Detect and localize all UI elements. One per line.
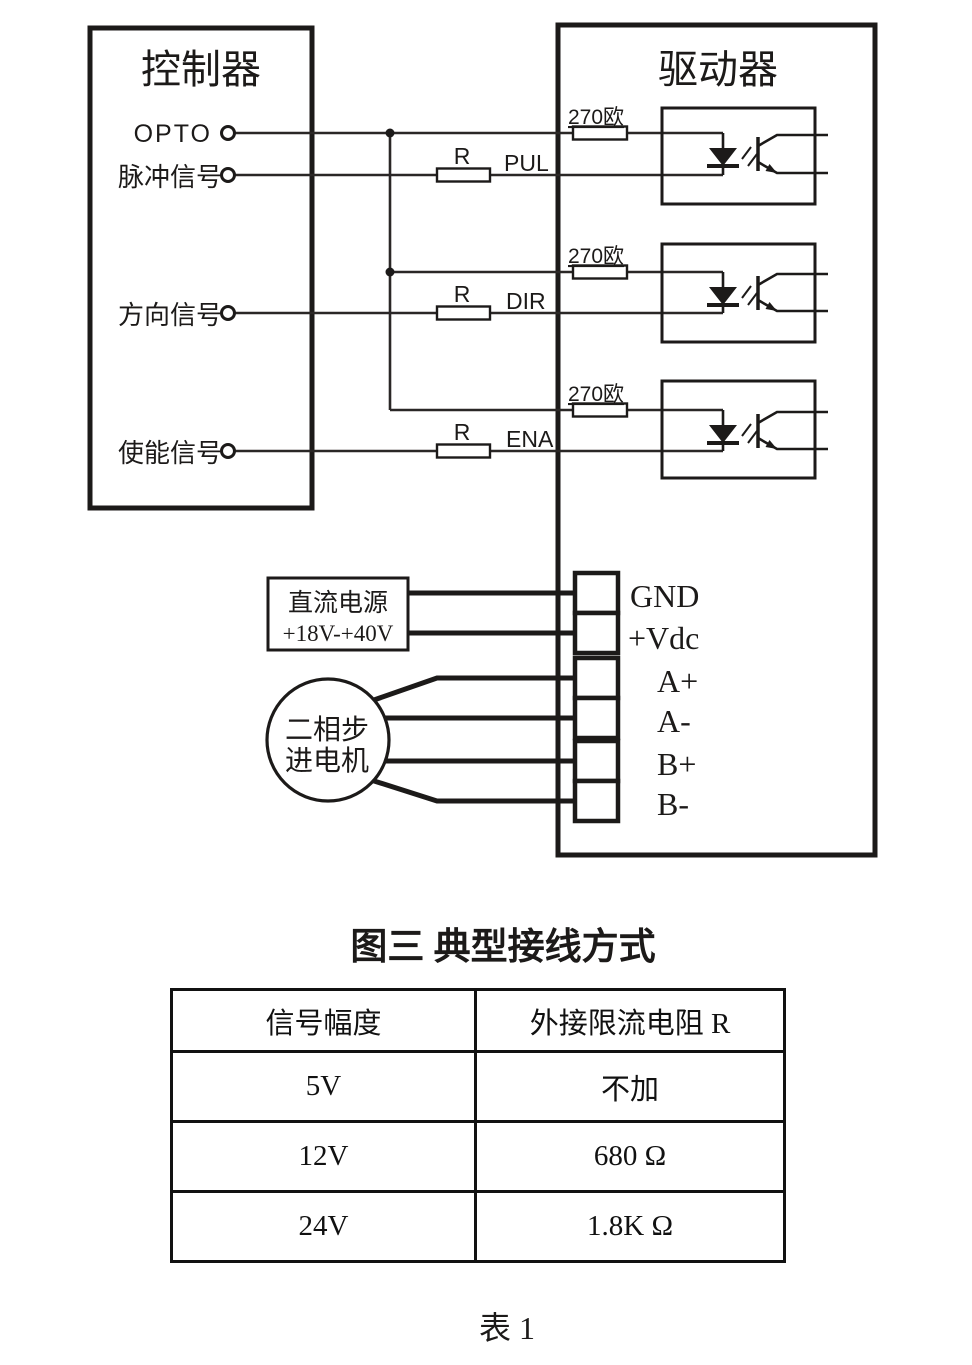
- table-row: 5V 不加: [170, 1050, 786, 1123]
- junction-dot: [385, 128, 395, 138]
- internal-resistor-label: 270欧: [568, 383, 624, 406]
- motor-circle: [265, 677, 391, 803]
- optocoupler-box: [660, 242, 817, 344]
- collector-lead: [757, 133, 828, 148]
- led-icon: [709, 425, 737, 443]
- optocoupler-box: [660, 379, 817, 480]
- table-header-row: 信号幅度 外接限流电阻 R: [170, 988, 786, 1053]
- series-resistor-label: R: [454, 143, 471, 169]
- terminal-square-a-minus: [572, 695, 621, 741]
- signal-label-direction: 方向信号: [118, 300, 222, 330]
- collector-lead: [757, 272, 828, 287]
- wiring-diagram: 控制器 驱动器 OPTO 脉冲信号 方向信号 使能信号 270欧 270欧 27…: [87, 22, 878, 858]
- signal-label-enable: 使能信号: [118, 438, 222, 468]
- controller-title: 控制器: [141, 48, 261, 92]
- terminal-label-b-minus: B-: [657, 786, 689, 822]
- terminal-block: [572, 570, 621, 824]
- terminal-label-vdc: +Vdc: [628, 620, 699, 656]
- terminal-circle-opto: [220, 125, 236, 141]
- signal-wires: [235, 131, 723, 453]
- resistors: [435, 125, 629, 459]
- light-arrow-icon: [747, 153, 758, 167]
- table-row: 24V 1.8K Ω: [170, 1190, 786, 1263]
- series-resistor: [435, 305, 492, 321]
- b-minus-wire: [370, 777, 575, 804]
- led-icon: [709, 287, 737, 305]
- internal-resistor: [571, 125, 629, 141]
- signal-label-pulse: 脉冲信号: [118, 162, 222, 192]
- resistor-table: 信号幅度 外接限流电阻 R 5V 不加 12V 680 Ω 24V 1.8K Ω: [170, 988, 786, 1263]
- terminal-square-a-plus: [572, 655, 621, 701]
- terminal-circle-enable: [220, 443, 236, 459]
- table-cell-voltage: 5V: [170, 1050, 477, 1123]
- terminal-circle-direction: [220, 305, 236, 321]
- figure-caption: 图三 典型接线方式: [350, 927, 656, 968]
- input-label-dir: DIR: [506, 288, 546, 314]
- terminal-label-gnd: GND: [630, 578, 699, 614]
- terminal-square-vdc: [572, 610, 621, 656]
- terminal-circle-pulse: [220, 167, 236, 183]
- driver-title: 驱动器: [658, 48, 778, 92]
- table-cell-voltage: 12V: [170, 1120, 477, 1193]
- junction-dot: [385, 267, 395, 277]
- terminal-square-gnd: [572, 570, 621, 616]
- motor-label-line2: 进电机: [285, 745, 369, 777]
- internal-resistor: [571, 402, 629, 418]
- terminal-label-a-plus: A+: [657, 663, 698, 699]
- emitter-arrow-icon: [765, 440, 777, 449]
- table-header-external-resistor: 外接限流电阻 R: [474, 988, 786, 1053]
- series-resistor: [435, 443, 492, 459]
- light-arrow-icon: [747, 292, 758, 306]
- optocoupler-ena: [660, 379, 828, 480]
- table-cell-resistor: 1.8K Ω: [474, 1190, 786, 1263]
- light-arrow-icon: [741, 146, 752, 160]
- optocoupler-box: [660, 106, 817, 206]
- driver-box: [555, 22, 878, 858]
- series-resistor-label: R: [454, 281, 471, 307]
- series-resistor: [435, 167, 492, 183]
- internal-resistor-label: 270欧: [568, 106, 624, 129]
- internal-resistor-label: 270欧: [568, 245, 624, 268]
- internal-resistor: [571, 264, 629, 280]
- series-resistor-label: R: [454, 419, 471, 445]
- emitter-arrow-icon: [765, 302, 777, 311]
- light-arrow-icon: [741, 285, 752, 299]
- a-plus-wire: [370, 675, 575, 704]
- table-cell-resistor: 680 Ω: [474, 1120, 786, 1193]
- controller-terminals: [220, 125, 236, 459]
- emitter-arrow-icon: [765, 164, 777, 173]
- input-label-pul: PUL: [504, 150, 549, 176]
- power-motor-wires: [370, 590, 575, 804]
- signal-label-opto: OPTO: [134, 120, 212, 148]
- power-supply-label-line1: 直流电源: [288, 589, 388, 617]
- controller-box: [87, 25, 315, 511]
- motor-label-line1: 二相步: [285, 714, 369, 746]
- power-supply-box: [266, 576, 410, 652]
- table-row: 12V 680 Ω: [170, 1120, 786, 1193]
- collector-lead: [757, 410, 828, 425]
- led-icon: [709, 148, 737, 166]
- table-cell-voltage: 24V: [170, 1190, 477, 1263]
- terminal-square-b-plus: [572, 738, 621, 784]
- light-arrow-icon: [747, 430, 758, 444]
- light-arrow-icon: [741, 423, 752, 437]
- input-label-ena: ENA: [506, 426, 554, 452]
- table-cell-resistor: 不加: [474, 1050, 786, 1123]
- terminal-label-a-minus: A-: [657, 703, 691, 739]
- power-supply-label-line2: +18V-+40V: [283, 621, 394, 646]
- terminal-label-b-plus: B+: [657, 746, 696, 782]
- table-caption: 表 1: [478, 1310, 536, 1346]
- table-header-signal-amplitude: 信号幅度: [170, 988, 477, 1053]
- optocoupler-dir: [660, 242, 828, 344]
- optocoupler-pul: [660, 106, 828, 206]
- terminal-square-b-minus: [572, 778, 621, 824]
